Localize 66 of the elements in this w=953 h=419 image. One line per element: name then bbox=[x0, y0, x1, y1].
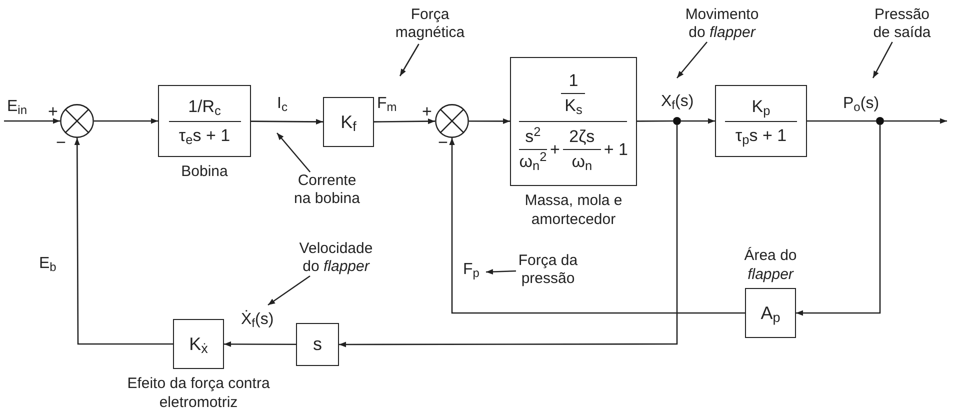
sign-symbol: − bbox=[438, 133, 448, 152]
gain-term: K$_{ẋ}$ bbox=[189, 332, 208, 358]
leader-line bbox=[268, 275, 310, 306]
annotation-text: Movimento do flapper bbox=[685, 6, 759, 41]
signal-arrow bbox=[4, 118, 60, 124]
signal-label: Ẋ$_{f}$(s) bbox=[241, 311, 274, 328]
operator-sign: + bbox=[550, 140, 560, 160]
transfer-block bbox=[715, 85, 807, 157]
transfer-block bbox=[323, 97, 374, 147]
signal-arrow bbox=[449, 138, 745, 314]
sign-symbol: + bbox=[48, 102, 58, 121]
signal-arrow bbox=[94, 118, 158, 124]
summing-junction bbox=[60, 104, 94, 138]
transfer-block bbox=[158, 85, 251, 157]
signal-arrow bbox=[251, 118, 323, 125]
signal-arrow bbox=[374, 118, 435, 124]
junction-dot bbox=[876, 117, 884, 125]
denominator-term: τ$_{e}$s + 1 bbox=[178, 124, 230, 146]
numerator-term: 1/R$_{c}$ bbox=[188, 96, 221, 118]
signal-label: F$_{p}$ bbox=[463, 261, 480, 278]
gain-term: K$_{f}$ bbox=[340, 110, 356, 136]
denominator-term: 2ζs bbox=[569, 127, 595, 147]
leader-line bbox=[676, 42, 708, 78]
signal-arrow bbox=[884, 118, 947, 124]
signal-label: E$_{b}$ bbox=[39, 255, 56, 272]
signal-arrow bbox=[74, 138, 173, 345]
block-caption: Bobina bbox=[181, 163, 228, 180]
leader-line bbox=[872, 42, 893, 78]
signal-label: E$_{in}$ bbox=[7, 98, 28, 115]
transfer-block bbox=[173, 319, 224, 369]
annotation-text: Força da pressão bbox=[518, 252, 578, 287]
gain-term: A$_{p}$ bbox=[760, 302, 780, 326]
transfer-block bbox=[296, 323, 339, 366]
junction-dot bbox=[673, 117, 681, 125]
denominator-term: τ$_{p}$s + 1 bbox=[735, 124, 787, 146]
block-caption: Efeito da força contra eletromotriz bbox=[127, 375, 270, 411]
annotation-text: Força magnética bbox=[395, 6, 465, 41]
numerator-term: K$_{p}$ bbox=[752, 96, 770, 118]
transfer-block bbox=[745, 288, 796, 338]
denominator-term: s$^{2}$ bbox=[525, 127, 541, 147]
signal-label: F$_{m}$ bbox=[377, 95, 397, 112]
summing-junction bbox=[435, 104, 469, 138]
signal-label: I$_{c}$ bbox=[277, 95, 288, 112]
transfer-block bbox=[510, 57, 637, 186]
signal-arrow bbox=[796, 125, 881, 316]
signal-arrow bbox=[339, 125, 678, 348]
signal-label: X$_{f}$(s) bbox=[661, 93, 694, 110]
block-caption: Massa, mola e amortecedor bbox=[524, 192, 622, 228]
leader-line bbox=[399, 44, 420, 76]
block-caption: Área do flapper bbox=[744, 247, 797, 283]
sign-symbol: + bbox=[422, 102, 432, 121]
signal-label: P$_{o}$(s) bbox=[843, 95, 880, 112]
signal-arrow bbox=[469, 118, 510, 124]
gain-term: s bbox=[313, 333, 322, 356]
leader-line bbox=[276, 132, 311, 172]
annotation-text: Pressão de saída bbox=[873, 6, 931, 41]
leader-line bbox=[486, 268, 516, 275]
denominator-term: ω$_{n}$ bbox=[572, 152, 592, 172]
denominator-term: + 1 bbox=[604, 140, 628, 160]
annotation-text: Velocidade do flapper bbox=[299, 240, 373, 275]
annotation-text: Corrente na bobina bbox=[294, 172, 360, 207]
numerator-term: 1 bbox=[568, 71, 580, 91]
sign-symbol: − bbox=[56, 133, 66, 152]
numerator-term: K$_{s}$ bbox=[564, 96, 582, 116]
signal-arrow bbox=[224, 341, 296, 347]
signal-arrow bbox=[681, 118, 715, 124]
